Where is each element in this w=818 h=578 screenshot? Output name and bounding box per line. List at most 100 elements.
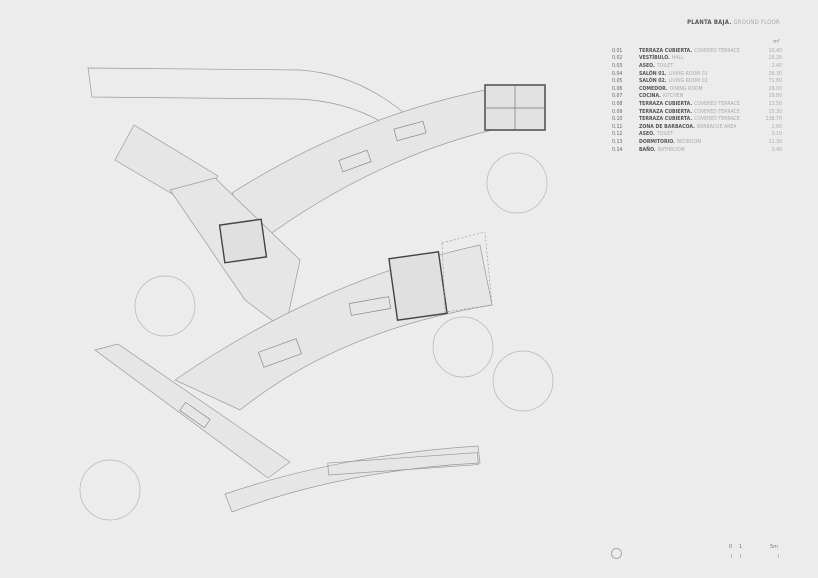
room-name-es: TERRAZA CUBIERTA. bbox=[639, 100, 693, 107]
legend-row: 0.14 BAÑO.BATHROOM 3.40 bbox=[612, 146, 782, 154]
room-area: 29.80 bbox=[768, 93, 782, 100]
room-name-en: TOILET bbox=[656, 62, 674, 69]
room-name-en: KITCHEN bbox=[662, 93, 684, 100]
title-en: GROUND FLOOR bbox=[733, 19, 780, 26]
north-arrow-icon bbox=[611, 548, 622, 559]
legend-row: 0.11 ZONA DE BARBACOA.BARBACUE AREA 2.00 bbox=[612, 123, 782, 131]
room-area: 2.40 bbox=[771, 62, 782, 69]
room-name-es: ASEO. bbox=[639, 62, 655, 69]
room-name-es: SALÓN 01. bbox=[639, 70, 667, 77]
legend-row: 0.12 ASEO.TOILET 3.10 bbox=[612, 131, 782, 139]
legend-row: 0.07 COCINA.KITCHEN 29.80 bbox=[612, 93, 782, 101]
upper-terrace-outline bbox=[87, 67, 411, 131]
room-area: 10.40 bbox=[768, 47, 782, 54]
room-name-es: BAÑO. bbox=[639, 146, 656, 153]
room-area: 26.20 bbox=[768, 55, 782, 62]
upper-wing bbox=[231, 89, 493, 244]
stair-core bbox=[218, 218, 268, 264]
scale-label-0: 0 bbox=[729, 544, 733, 550]
room-number: 0.13 bbox=[612, 138, 623, 145]
room-area: 138.70 bbox=[765, 116, 782, 123]
room-area: 15.30 bbox=[768, 108, 782, 115]
room-number: 0.09 bbox=[612, 108, 623, 115]
middle-wing bbox=[174, 244, 493, 411]
room-name-en: COVERED TERRACE bbox=[694, 100, 740, 107]
bottom-left-wing bbox=[94, 343, 291, 479]
legend-row: 0.04 SALÓN 01.LIVING ROOM 01 26.30 bbox=[612, 70, 782, 78]
room-name-en: BEDROOM bbox=[676, 138, 702, 145]
room-name-en: DINING ROOM bbox=[669, 85, 703, 92]
legend-row: 0.10 TERRAZA CUBIERTA.COVERED TERRACE 138.… bbox=[612, 115, 782, 123]
room-area: 28.00 bbox=[768, 85, 782, 92]
legend-row: 0.01 TERRAZA CUBIERTA.COVERED TERRACE 10.4… bbox=[612, 47, 782, 55]
room-number: 0.04 bbox=[612, 70, 623, 77]
room-area: 3.40 bbox=[771, 146, 782, 153]
room-name-en: LIVING ROOM 02 bbox=[668, 78, 708, 85]
room-name-es: ASEO. bbox=[639, 131, 655, 138]
tree bbox=[432, 316, 494, 378]
room-number: 0.08 bbox=[612, 100, 623, 107]
pool-inner bbox=[327, 452, 479, 476]
room-area: 26.30 bbox=[768, 70, 782, 77]
right-terrace-outline bbox=[441, 231, 493, 313]
title-es: PLANTA BAJA. bbox=[687, 19, 732, 26]
sheet-title: PLANTA BAJA. GROUND FLOOR bbox=[600, 19, 780, 26]
room-number: 0.10 bbox=[612, 116, 623, 123]
legend-row: 0.05 SALÓN 02.LIVING ROOM 02 71.80 bbox=[612, 77, 782, 85]
kitchen-block bbox=[388, 251, 448, 321]
room-number: 0.01 bbox=[612, 47, 623, 54]
scale-tick bbox=[731, 554, 732, 558]
room-name-en: COVERED TERRACE bbox=[694, 116, 740, 123]
tree bbox=[79, 459, 141, 521]
tree bbox=[492, 350, 554, 412]
room-number: 0.11 bbox=[612, 123, 623, 130]
room-name-en: COVERED TERRACE bbox=[694, 108, 740, 115]
room-number: 0.02 bbox=[612, 55, 623, 62]
room-number: 0.03 bbox=[612, 62, 623, 69]
furniture bbox=[179, 120, 427, 429]
scale-label-1: 1 bbox=[739, 544, 743, 550]
room-name-en: BARBACUE AREA bbox=[696, 123, 737, 130]
room-number: 0.05 bbox=[612, 78, 623, 85]
legend-row: 0.09 TERRAZA CUBIERTA.COVERED TERRACE 15.3… bbox=[612, 108, 782, 116]
room-name-en: LIVING ROOM 01 bbox=[668, 70, 708, 77]
scale-label-5m: 5m bbox=[770, 544, 778, 550]
room-area: 11.30 bbox=[768, 138, 782, 145]
room-name-en: COVERED TERRACE bbox=[694, 47, 740, 54]
room-name-es: COCINA. bbox=[639, 93, 661, 100]
room-name-en: BATHROOM bbox=[657, 146, 685, 153]
tree bbox=[486, 152, 548, 214]
tree bbox=[134, 275, 196, 337]
room-name-es: VESTÍBULO. bbox=[639, 55, 670, 62]
legend-row: 0.02 VESTÍBULO.HALL 26.20 bbox=[612, 55, 782, 63]
room-name-es: ZONA DE BARBACOA. bbox=[639, 123, 695, 130]
legend-row: 0.03 ASEO.TOILET 2.40 bbox=[612, 62, 782, 70]
room-number: 0.12 bbox=[612, 131, 623, 138]
room-name-es: TERRAZA CUBIERTA. bbox=[639, 116, 693, 123]
area-unit: m² bbox=[773, 39, 780, 45]
room-name-es: TERRAZA CUBIERTA. bbox=[639, 47, 693, 54]
room-area: 13.50 bbox=[768, 100, 782, 107]
room-area: 71.80 bbox=[768, 78, 782, 85]
room-number: 0.07 bbox=[612, 93, 623, 100]
room-number: 0.06 bbox=[612, 85, 623, 92]
room-name-en: TOILET bbox=[656, 131, 674, 138]
scale-tick bbox=[740, 554, 741, 558]
room-name-en: HALL bbox=[671, 55, 684, 62]
pool bbox=[224, 445, 481, 513]
room-area: 2.00 bbox=[771, 123, 782, 130]
room-area: 3.10 bbox=[771, 131, 782, 138]
legend-row: 0.13 DORMITORIO.BEDROOM 11.30 bbox=[612, 138, 782, 146]
legend-row: 0.06 COMEDOR.DINING ROOM 28.00 bbox=[612, 85, 782, 93]
room-name-es: SALÓN 02. bbox=[639, 78, 667, 85]
room-number: 0.14 bbox=[612, 146, 623, 153]
room-name-es: COMEDOR. bbox=[639, 85, 668, 92]
trees bbox=[79, 152, 554, 521]
room-name-es: TERRAZA CUBIERTA. bbox=[639, 108, 693, 115]
legend-row: 0.08 TERRAZA CUBIERTA.COVERED TERRACE 13.5… bbox=[612, 100, 782, 108]
room-name-es: DORMITORIO. bbox=[639, 138, 675, 145]
scale-tick bbox=[778, 554, 779, 558]
